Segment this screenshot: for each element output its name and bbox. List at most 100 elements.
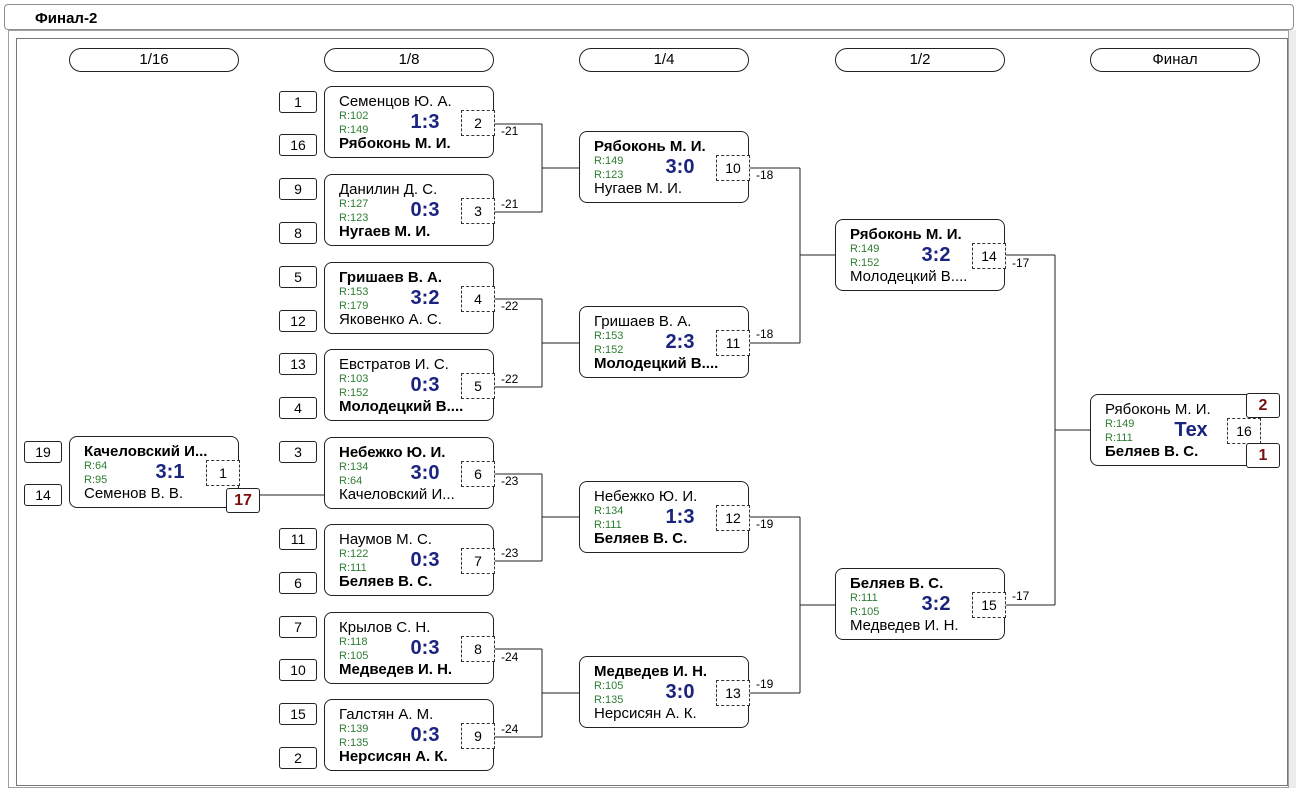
player-name: Молодецкий В.... — [339, 398, 464, 415]
match-number: 9 — [461, 723, 495, 749]
match-card-7[interactable]: Наумов М. С. R:122 R:111 0:3 7 Беляев В.… — [324, 524, 495, 596]
diff-label: -18 — [756, 327, 774, 341]
match-card-4[interactable]: Гришаев В. А. R:153 R:179 3:2 4 Яковенко… — [324, 262, 495, 334]
match-score: 0:3 — [410, 549, 440, 571]
match-number: 13 — [716, 680, 750, 706]
seed-number: 11 — [279, 528, 317, 550]
diff-label: -24 — [501, 650, 519, 664]
player-name: Нугаев М. И. — [339, 223, 431, 240]
player-name: Молодецкий В.... — [594, 355, 719, 372]
match-number: 8 — [461, 636, 495, 662]
player-rating: R:111 — [339, 562, 367, 574]
player-name: Беляев В. С. — [339, 573, 433, 590]
match-number: 4 — [461, 286, 495, 312]
player-rating: R:149 — [850, 243, 880, 255]
match-score: 1:3 — [410, 111, 440, 133]
player-name: Беляев В. С. — [850, 575, 944, 592]
player-name: Галстян А. М. — [339, 706, 434, 723]
seed-number: 7 — [279, 616, 317, 638]
match-score: 0:3 — [410, 724, 440, 746]
player-rating: R:118 — [339, 636, 368, 648]
diff-label: -21 — [501, 124, 519, 138]
player-name: Крылов С. Н. — [339, 619, 431, 636]
player-rating: R:102 — [339, 110, 369, 122]
diff-label: -19 — [756, 677, 774, 691]
seed-number: 3 — [279, 441, 317, 463]
match-card-1[interactable]: Качеловский И... R:64 R:95 3:1 1 Семенов… — [69, 436, 240, 508]
match-number: 7 — [461, 548, 495, 574]
match-card-14[interactable]: Рябоконь М. И. R:149 R:152 3:2 14 Молоде… — [835, 219, 1006, 291]
match-number: 1 — [206, 460, 240, 486]
player-rating: R:111 — [1105, 432, 1133, 444]
diff-label: -17 — [1012, 256, 1030, 270]
player-rating: R:149 — [339, 124, 369, 136]
player-name: Наумов М. С. — [339, 531, 432, 548]
match-card-12[interactable]: Небежко Ю. И. R:134 R:111 1:3 12 Беляев … — [579, 481, 750, 553]
seed-number: 8 — [279, 222, 317, 244]
match-score: 0:3 — [410, 199, 440, 221]
seed-number: 2 — [279, 747, 317, 769]
player-rating: R:152 — [850, 257, 880, 269]
seed-number: 4 — [279, 397, 317, 419]
player-rating: R:139 — [339, 723, 369, 735]
player-name: Качеловский И... — [339, 486, 455, 503]
match-score: 1:3 — [665, 506, 695, 528]
player-name: Рябоконь М. И. — [339, 135, 451, 152]
match-score: 0:3 — [410, 637, 440, 659]
match-number: 14 — [972, 243, 1006, 269]
match-score: 2:3 — [665, 331, 695, 353]
player-name: Рябоконь М. И. — [594, 138, 706, 155]
seed-number: 16 — [279, 134, 317, 156]
player-name: Медведев И. Н. — [850, 617, 959, 634]
diff-label: -17 — [1012, 589, 1030, 603]
match-card-9[interactable]: Галстян А. М. R:139 R:135 0:3 9 Нерсисян… — [324, 699, 495, 771]
match-card-15[interactable]: Беляев В. С. R:111 R:105 3:2 15 Медведев… — [835, 568, 1006, 640]
match-card-13[interactable]: Медведев И. Н. R:105 R:135 3:0 13 Нерсис… — [579, 656, 750, 728]
player-name: Медведев И. Н. — [594, 663, 708, 680]
match-card-2[interactable]: Семенцов Ю. А. R:102 R:149 1:3 2 Рябокон… — [324, 86, 495, 158]
match-score: 3:0 — [410, 462, 440, 484]
diff-label: -24 — [501, 722, 519, 736]
player-rating: R:111 — [850, 592, 878, 604]
seed-number: 6 — [279, 572, 317, 594]
match-score: 3:2 — [921, 593, 951, 615]
match-card-11[interactable]: Гришаев В. А. R:153 R:152 2:3 11 Молодец… — [579, 306, 750, 378]
match-number: 5 — [461, 373, 495, 399]
player-name: Небежко Ю. И. — [594, 488, 698, 505]
player-name: Яковенко А. С. — [339, 311, 442, 328]
match-card-3[interactable]: Данилин Д. С. R:127 R:123 0:3 3 Нугаев М… — [324, 174, 495, 246]
seed-number: 14 — [24, 484, 62, 506]
match-number: 16 — [1227, 418, 1261, 444]
match-card-6[interactable]: Небежко Ю. И. R:134 R:64 3:0 6 Качеловск… — [324, 437, 495, 509]
player-name: Рябоконь М. И. — [1105, 401, 1211, 418]
player-name: Медведев И. Н. — [339, 661, 453, 678]
player-name: Качеловский И... — [84, 443, 208, 460]
header-semifinal: 1/2 — [835, 48, 1005, 72]
match-number: 6 — [461, 461, 495, 487]
player-rating: R:134 — [339, 461, 369, 473]
outcome-place-badge: 17 — [226, 488, 260, 513]
header-round-8: 1/8 — [324, 48, 494, 72]
seed-number: 9 — [279, 178, 317, 200]
match-card-16-final[interactable]: Рябоконь М. И. R:149 R:111 Тех 16 Беляев… — [1090, 394, 1261, 466]
player-rating: R:123 — [339, 212, 369, 224]
match-card-10[interactable]: Рябоконь М. И. R:149 R:123 3:0 10 Нугаев… — [579, 131, 750, 203]
player-name: Евстратов И. С. — [339, 356, 449, 373]
match-number: 11 — [716, 330, 750, 356]
scrollbar-strip — [1289, 30, 1296, 788]
player-rating: R:149 — [1105, 418, 1135, 430]
seed-number: 12 — [279, 310, 317, 332]
match-card-8[interactable]: Крылов С. Н. R:118 R:105 0:3 8 Медведев … — [324, 612, 495, 684]
match-number: 3 — [461, 198, 495, 224]
match-number: 10 — [716, 155, 750, 181]
player-rating: R:123 — [594, 169, 624, 181]
player-name: Гришаев В. А. — [594, 313, 692, 330]
header-final: Финал — [1090, 48, 1260, 72]
player-name: Гришаев В. А. — [339, 269, 443, 286]
player-rating: R:149 — [594, 155, 624, 167]
match-score: 3:1 — [155, 461, 185, 483]
match-card-5[interactable]: Евстратов И. С. R:103 R:152 0:3 5 Молоде… — [324, 349, 495, 421]
seed-number: 13 — [279, 353, 317, 375]
match-score: 0:3 — [410, 374, 440, 396]
